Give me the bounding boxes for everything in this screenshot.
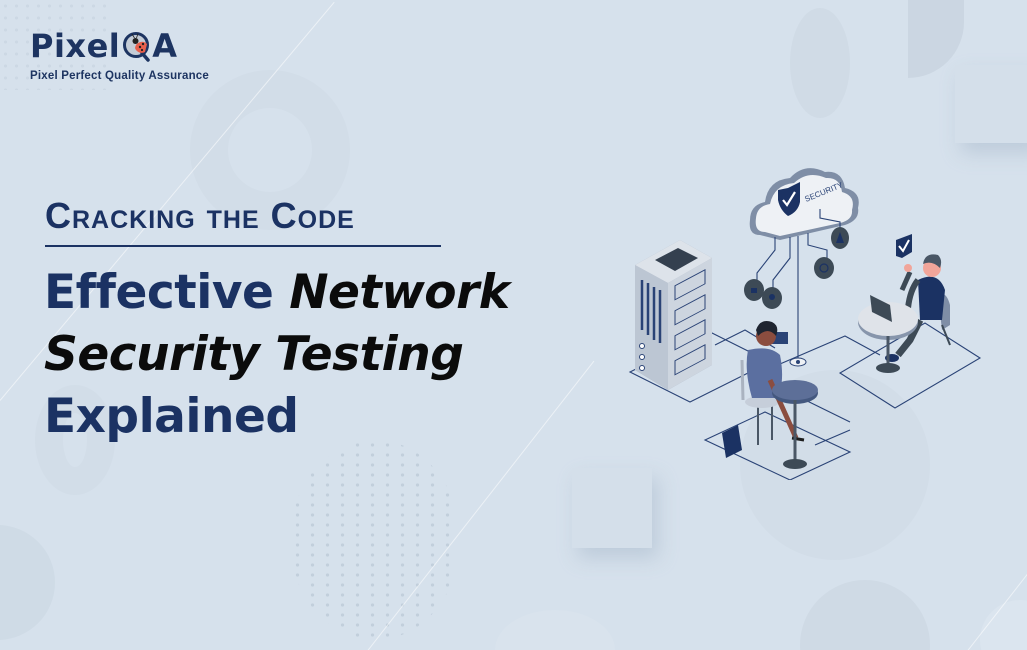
brand-name-suffix: A <box>152 27 178 65</box>
bg-dot-grid <box>290 440 460 640</box>
bg-circle-br-2 <box>800 580 930 650</box>
security-cloud: SECURITY <box>749 168 859 240</box>
bg-leaf <box>790 8 850 118</box>
bug-icon <box>814 257 834 279</box>
bg-dot-grid-top <box>0 0 110 90</box>
kicker-underline <box>45 245 441 247</box>
brand-name-prefix: Pixel <box>30 27 121 65</box>
woman-at-table <box>722 321 818 469</box>
hero-kicker: Cracking the Code <box>45 195 355 236</box>
briefcase-icon <box>722 425 742 458</box>
title-line1-plain: Effective <box>44 265 290 320</box>
brand-wordmark: Pixel A <box>30 27 209 65</box>
shield-check-icon <box>778 182 800 216</box>
title-line2-emphasis: Security Testing <box>44 327 464 382</box>
bg-card-right <box>955 65 1027 143</box>
threat-nodes <box>744 227 849 309</box>
laptop-icon <box>870 295 892 322</box>
server-rack-icon <box>635 240 712 390</box>
brand-logo[interactable]: Pixel A Pixel Perfect Quality Assurance <box>30 27 209 82</box>
chat-check-icon <box>896 234 912 258</box>
title-line3-plain: Explained <box>44 389 299 444</box>
bg-circle-bottom <box>495 610 615 650</box>
floor-plate-woman <box>703 411 852 481</box>
ladybug-magnifier-icon <box>122 28 152 64</box>
brand-tagline: Pixel Perfect Quality Assurance <box>30 70 209 82</box>
bg-circle-left-edge <box>0 525 55 640</box>
floor-plate-man <box>838 322 982 409</box>
bg-square-card <box>572 468 652 548</box>
title-line1-emphasis: Network <box>289 265 510 320</box>
network-security-illustration: SECURITY <box>620 140 1000 481</box>
hero-title: Effective Network Security Testing Expla… <box>44 262 510 448</box>
man-at-table <box>858 234 951 373</box>
